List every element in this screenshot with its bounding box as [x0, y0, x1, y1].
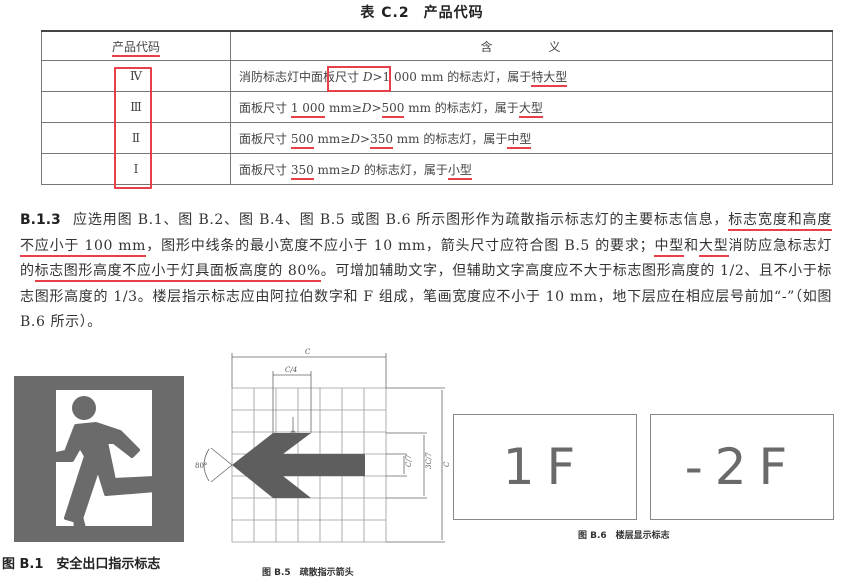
dimension-d: D — [350, 162, 360, 177]
figure-b5-caption: 图 B.5 疏散指示箭头 — [262, 568, 354, 578]
text: 。可增加辅助文字，但辅助文字高度应不大于标志图形高度的 1/2、且不小于标志图形… — [20, 263, 832, 330]
product-code-table: 产品代码 含 义 Ⅳ 消防标志灯中面板尺寸 D>1 000 mm 的标志灯，属于… — [41, 30, 833, 185]
text: mm 的标志灯，属于 — [392, 131, 508, 146]
dim-label-angle: 80° — [195, 462, 207, 470]
highlight-large: 大型 — [698, 237, 729, 257]
dimension-d: D — [361, 100, 372, 115]
text: 面板尺寸 — [239, 131, 291, 146]
text: 面板尺寸 — [239, 162, 291, 177]
table-row: Ⅱ 面板尺寸 500 mm≥D>350 mm 的标志灯，属于中型 — [41, 122, 833, 154]
dim-label-3c-seventh: 3C/7 — [425, 452, 433, 469]
text: 应选用图 B.1、图 B.2、图 B.4、图 B.5 或图 B.6 所示图形作为… — [72, 212, 729, 228]
text: 消防应急标志灯的 — [20, 237, 832, 280]
dimension-d: D — [362, 69, 373, 84]
text: mm 的标志灯，属于 — [404, 100, 519, 115]
panel-size-term: 面板尺寸 — [311, 69, 360, 84]
dim-label-c: C — [305, 348, 311, 356]
text: > — [371, 100, 382, 115]
text: 面板尺寸 — [239, 100, 291, 115]
table-title: 表 C.2 产品代码 — [0, 2, 844, 22]
figure-b6-caption: 图 B.6 楼层显示标志 — [578, 531, 670, 541]
floor-sign-minus-2f: -2F — [650, 414, 834, 520]
class-label: 大型 — [518, 100, 543, 118]
evacuation-arrow-diagram: C C/4 80° C/7 3C/7 C — [195, 345, 455, 555]
class-label: 特大型 — [531, 69, 568, 87]
highlight-min-size: 标志宽度和高度不应小于 100 mm — [20, 212, 832, 257]
code-cell: Ⅰ — [41, 153, 231, 185]
section-number: B.1.3 — [20, 212, 61, 228]
header-product-code-text: 产品代码 — [111, 39, 160, 57]
meaning-cell: 面板尺寸 350 mm≥D 的标志灯，属于小型 — [230, 153, 833, 185]
value-upper: 350 — [290, 162, 314, 180]
table-row: Ⅰ 面板尺寸 350 mm≥D 的标志灯，属于小型 — [41, 153, 833, 185]
floor-sign-1f: 1F — [453, 414, 637, 520]
value-lower: 500 — [381, 100, 405, 118]
table-number: 表 C.2 — [360, 5, 410, 21]
section-b-1-3-paragraph: B.1.3 应选用图 B.1、图 B.2、图 B.4、图 B.5 或图 B.6 所… — [20, 208, 832, 336]
highlight-graphic-height: 标志图形高度 — [34, 263, 123, 282]
text: > — [360, 131, 371, 146]
class-label: 中型 — [507, 131, 532, 149]
dim-label-c-quarter: C/4 — [285, 366, 297, 374]
exit-running-man-icon — [14, 376, 184, 542]
highlight-medium: 中型 — [654, 237, 685, 257]
figure-b1-caption: 图 B.1 安全出口指示标志 — [2, 557, 161, 572]
meaning-cell: 面板尺寸 1 000 mm≥D>500 mm 的标志灯，属于大型 — [230, 91, 833, 123]
value-upper: 1 000 — [290, 100, 326, 118]
text: ，图形中线条的最小宽度不应小于 10 mm，箭头尺寸应符合图 B.5 的要求； — [146, 237, 655, 254]
code-column-highlight-box — [114, 67, 152, 189]
code-cell: Ⅲ — [41, 91, 231, 123]
text: 和 — [684, 237, 699, 254]
meaning-cell: 消防标志灯中面板尺寸 D>1 000 mm 的标志灯，属于特大型 — [230, 60, 833, 92]
value-lower: 350 — [370, 131, 393, 149]
text: >1 000 mm 的标志灯，属于 — [372, 69, 532, 84]
class-label: 小型 — [447, 162, 472, 180]
table-header-row: 产品代码 含 义 — [41, 30, 833, 61]
panel-size-highlight-box — [327, 66, 391, 92]
header-meaning: 含 义 — [230, 30, 833, 61]
text: mm≥ — [313, 162, 351, 177]
dimension-d: D — [350, 131, 360, 146]
header-product-code: 产品代码 — [41, 30, 231, 61]
dim-label-c-seventh: C/7 — [405, 454, 413, 467]
text: 消防标志灯中 — [239, 69, 312, 84]
table-row: Ⅳ 消防标志灯中面板尺寸 D>1 000 mm 的标志灯，属于特大型 — [41, 60, 833, 92]
value-upper: 500 — [290, 131, 314, 149]
table-caption: 产品代码 — [423, 5, 484, 21]
dim-label-c-height: C — [443, 461, 451, 467]
text: 的标志灯，属于 — [360, 162, 448, 177]
highlight-80-percent: 不应小于灯具面板高度的 80% — [122, 263, 321, 282]
text: mm≥ — [313, 131, 351, 146]
meaning-cell: 面板尺寸 500 mm≥D>350 mm 的标志灯，属于中型 — [230, 122, 833, 154]
table-row: Ⅲ 面板尺寸 1 000 mm≥D>500 mm 的标志灯，属于大型 — [41, 91, 833, 123]
text: mm≥ — [325, 100, 362, 115]
